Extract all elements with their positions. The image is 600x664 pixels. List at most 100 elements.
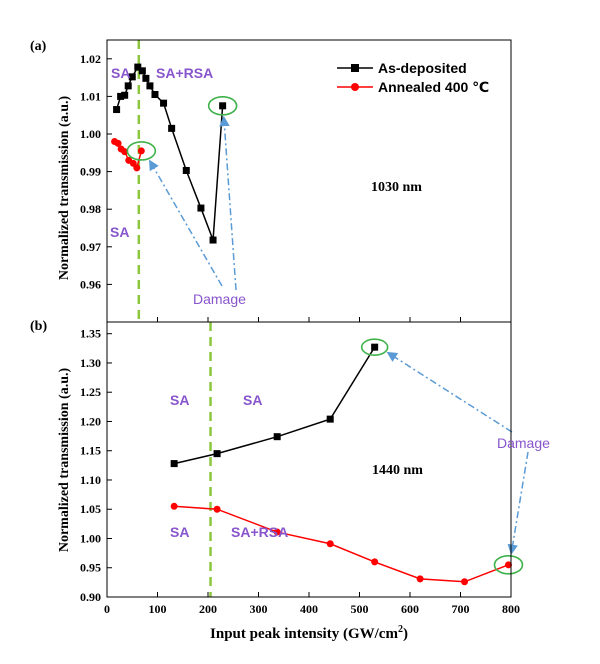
data-point-square — [197, 204, 205, 212]
panel-a-sa-top: SA — [111, 65, 130, 81]
y-tick-label: 1.25 — [80, 385, 101, 399]
panel-a-legend: As-deposited Annealed 400 ℃ — [337, 60, 489, 95]
damage-circle — [360, 338, 389, 356]
data-point-square — [219, 102, 227, 110]
panel-a-sa-rsa: SA+RSA — [156, 65, 213, 81]
y-tick-label: 1.02 — [80, 52, 101, 66]
x-tick-label: 500 — [351, 602, 369, 616]
damage-arrow — [148, 159, 223, 287]
data-point-circle — [133, 164, 141, 172]
y-tick-label: 0.97 — [80, 240, 101, 254]
data-point-square — [168, 124, 176, 132]
damage-arrow — [219, 115, 237, 291]
panel-b-wavelength: 1440 nm — [372, 463, 423, 478]
legend-as-deposited: As-deposited — [378, 60, 467, 76]
panel-b-frame — [106, 321, 512, 598]
x-tick-label: 200 — [199, 602, 217, 616]
x-axis-label-close: ) — [403, 626, 408, 642]
y-tick-label: 0.98 — [80, 202, 101, 216]
damage-arrow — [507, 451, 529, 556]
panel-b-damage-label: Damage — [497, 435, 550, 451]
x-tick-label: 800 — [502, 602, 520, 616]
data-point-circle — [121, 148, 129, 156]
y-tick-label: 1.00 — [80, 531, 101, 545]
damage-arrow — [386, 351, 513, 433]
y-tick-label: 1.15 — [80, 444, 101, 458]
data-point-square — [113, 106, 121, 114]
panel-a-y-ticks: 0.96 0.97 0.98 0.99 1.00 1.01 1.02 — [80, 52, 112, 291]
data-point-square — [124, 82, 132, 90]
y-tick-label: 1.00 — [80, 127, 101, 141]
data-point-square — [160, 99, 168, 107]
x-tick-label: 600 — [401, 602, 419, 616]
panel-a-ylabel: Normalized transmission (a.u.) — [57, 96, 72, 281]
data-point-circle — [461, 578, 469, 586]
data-point-square — [371, 343, 379, 351]
data-point-circle — [170, 502, 178, 510]
x-tick-label: 300 — [250, 602, 268, 616]
panel-b-y-ticks: 0.90 0.95 1.00 1.05 1.10 1.15 1.20 1.25 1.30 1.35 — [80, 327, 112, 604]
panel-b: (b) Normalized transmission (a.u.) 0.900… — [30, 319, 550, 604]
y-tick-label: 1.20 — [80, 414, 101, 428]
y-tick-label: 0.90 — [80, 590, 101, 604]
data-point-square — [134, 63, 142, 71]
x-tick-label: 0 — [104, 602, 110, 616]
data-point-circle — [137, 147, 145, 155]
data-point-square — [273, 433, 281, 441]
panel-a-wavelength: 1030 nm — [371, 180, 422, 195]
data-point-square — [117, 92, 125, 100]
damage-circle — [493, 555, 524, 575]
data-point-square — [182, 166, 190, 174]
x-tick-label: 700 — [452, 602, 470, 616]
panel-a-series — [111, 63, 227, 244]
data-point-square — [213, 450, 221, 458]
data-point-square — [209, 236, 217, 244]
data-point-circle — [504, 561, 512, 569]
y-tick-label: 1.35 — [80, 327, 101, 341]
series-line-1 — [174, 505, 509, 583]
data-point-circle — [273, 528, 281, 536]
panel-b-sa-lower-left: SA — [170, 524, 189, 540]
data-point-square — [151, 91, 159, 99]
data-point-square — [128, 73, 136, 81]
series-line-0 — [173, 346, 376, 465]
panel-b-label: (b) — [30, 319, 47, 334]
panel-b-sa-upper-left: SA — [170, 392, 189, 408]
data-point-square — [170, 460, 178, 468]
y-tick-label: 0.96 — [80, 277, 101, 291]
data-point-square — [138, 67, 146, 75]
panel-a-sa-bottom: SA — [110, 224, 129, 240]
y-tick-label: 1.05 — [80, 502, 101, 516]
data-point-circle — [416, 575, 424, 583]
data-point-circle — [114, 139, 122, 147]
data-point-square — [121, 91, 129, 99]
y-tick-label: 1.01 — [80, 89, 101, 103]
panel-a-damage-label: Damage — [193, 291, 246, 307]
y-tick-label: 0.95 — [80, 561, 101, 575]
panel-b-ylabel: Normalized transmission (a.u.) — [57, 368, 72, 553]
x-tick-label: 100 — [149, 602, 167, 616]
damage-circle — [126, 141, 157, 161]
data-point-square — [142, 74, 150, 82]
data-point-square — [326, 415, 334, 423]
data-point-circle — [213, 505, 221, 513]
x-axis-label-text: Input peak intensity (GW/cm — [210, 626, 398, 642]
y-tick-label: 1.10 — [80, 473, 101, 487]
panel-b-sa-rsa: SA+RSA — [231, 524, 288, 540]
y-tick-label: 1.30 — [80, 356, 101, 370]
panel-a: (a) Normalized transmission (a.u.) 0.960… — [30, 39, 512, 323]
panel-b-damage-markers — [360, 338, 529, 575]
data-point-circle — [371, 558, 379, 566]
x-axis-label-superscript: 2 — [398, 624, 403, 635]
legend-annealed: Annealed 400 ℃ — [378, 79, 489, 95]
series-line-0 — [115, 65, 224, 241]
data-point-square — [146, 82, 154, 90]
data-point-circle — [326, 540, 334, 548]
y-tick-label: 0.99 — [80, 165, 101, 179]
panel-a-label: (a) — [30, 39, 47, 54]
panel-b-sa-upper-right: SA — [243, 392, 262, 408]
x-axis-label: Input peak intensity (GW/cm2) — [210, 624, 408, 642]
damage-circle — [207, 96, 238, 116]
